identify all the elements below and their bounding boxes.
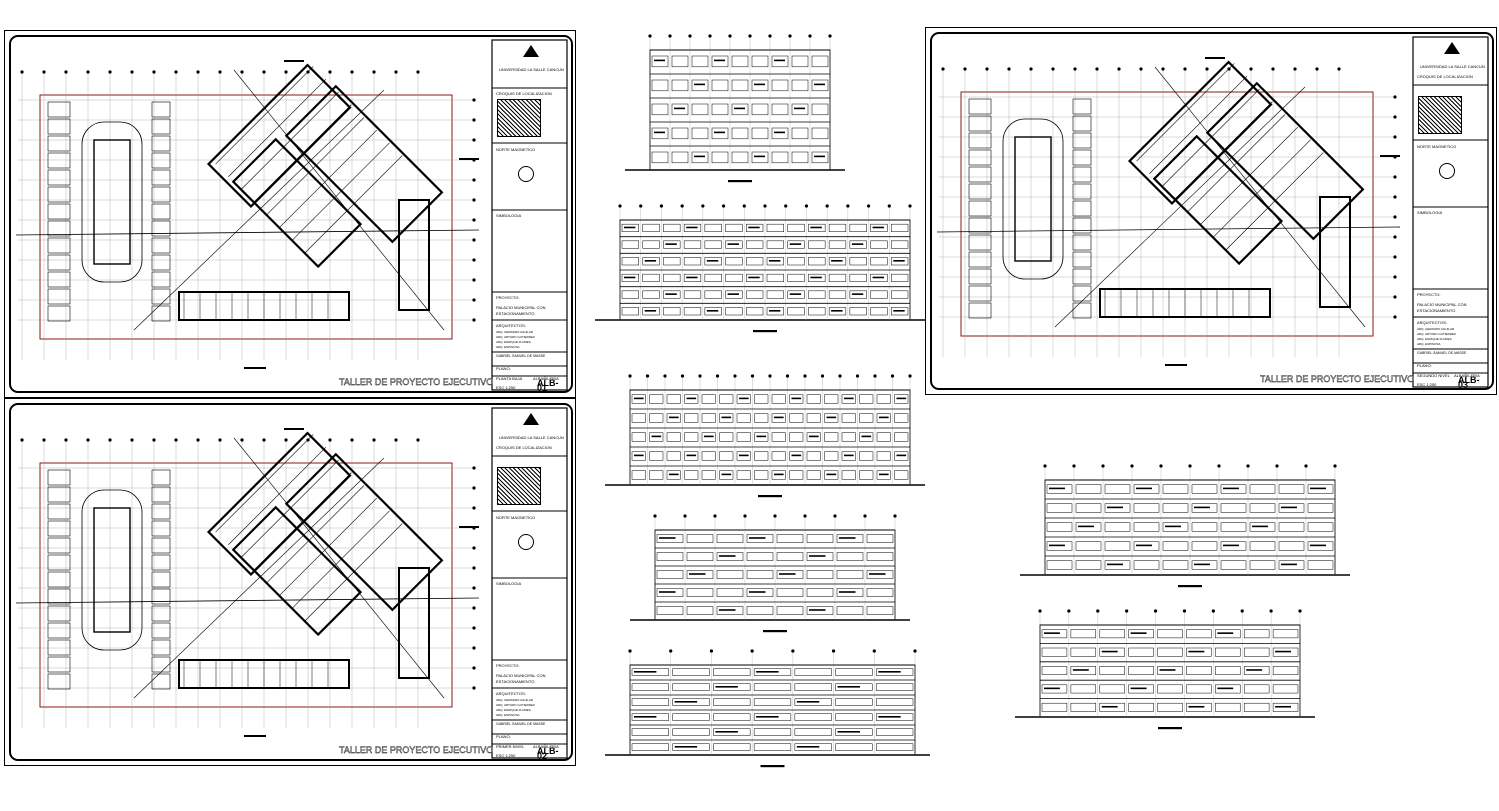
sheet-alb-02: UNIVERSIDAD LA SALLE CANCUN CROQUIS DE L… xyxy=(4,398,576,766)
scale-label: ESC 1:250 xyxy=(496,753,516,758)
architect-4: ARQ. ESPINOSA xyxy=(496,345,520,349)
sheet-code: ALB-03 xyxy=(1458,375,1480,390)
elevation-right-2 xyxy=(1015,609,1315,730)
plan-linework xyxy=(936,57,1401,366)
plan-name: SEGUNDO NIVEL xyxy=(1417,373,1450,378)
project-label: PROYECTO: xyxy=(496,295,520,300)
project-name-line-1: PALACIO MUNICIPAL CON xyxy=(496,673,546,678)
title-block: UNIVERSIDAD LA SALLE CANCUN CROQUIS DE L… xyxy=(493,41,567,393)
elevation-side-3 xyxy=(630,514,910,633)
author-name: GABRIEL SAMUEL DE MASSE xyxy=(1417,351,1467,355)
plan-name: PLANTA BAJA xyxy=(496,376,523,381)
elevation-side-4 xyxy=(605,649,930,768)
floor-plan-drawing xyxy=(925,27,1497,395)
watermark: TALLER DE PROYECTO EJECUTIVO xyxy=(1260,374,1415,384)
symbology-label: SIMBOLOGIA xyxy=(1417,210,1443,215)
project-name-line-1: PALACIO MUNICIPAL CON xyxy=(1417,302,1467,307)
author-name: GABRIEL SAMUEL DE MASSE xyxy=(496,354,546,358)
north-arrow-icon xyxy=(518,166,534,182)
north-label: NORTE MAGNETICO xyxy=(496,515,536,520)
location-map-thumbnail xyxy=(497,467,541,505)
architect-2: ARQ. ARTURO GUTIERREZ xyxy=(496,703,535,707)
location-label: CROQUIS DE LOCALIZACION xyxy=(496,445,552,450)
architect-1: ARQ. GERARDO AGUILAR xyxy=(1417,327,1455,331)
elevation-side-1 xyxy=(595,204,925,333)
title-block: UNIVERSIDAD LA SALLE CANCUN CROQUIS DE L… xyxy=(1414,38,1488,390)
project-name-line-2: ESTACIONAMIENTO xyxy=(1417,308,1456,313)
symbology-label: SIMBOLOGIA xyxy=(496,581,522,586)
discipline: ALBAÑILERIA xyxy=(533,744,559,749)
title-block: UNIVERSIDAD LA SALLE CANCUN CROQUIS DE L… xyxy=(493,409,567,761)
architect-4: ARQ. ESPINOSA xyxy=(1417,342,1441,346)
architect-2: ARQ. ARTURO GUTIERREZ xyxy=(496,335,535,339)
architects-label: ARQUITECTOS: xyxy=(1417,320,1447,325)
location-label: CROQUIS DE LOCALIZACION xyxy=(1417,74,1473,79)
north-arrow-icon xyxy=(1439,163,1455,179)
project-name-line-2: ESTACIONAMIENTO xyxy=(496,311,535,316)
plan-label: PLANO: xyxy=(496,366,511,371)
discipline: ALBAÑILERIA xyxy=(533,376,559,381)
architect-3: ARQ. ENRIQUE FLORES xyxy=(496,340,531,344)
watermark: TALLER DE PROYECTO EJECUTIVO xyxy=(339,377,494,387)
plan-label: PLANO: xyxy=(1417,363,1432,368)
project-label: PROYECTO: xyxy=(1417,292,1441,297)
elevation-side-2 xyxy=(605,374,925,498)
discipline: ALBAÑILERIA xyxy=(1454,373,1480,378)
symbology-label: SIMBOLOGIA xyxy=(496,213,522,218)
architects-label: ARQUITECTOS: xyxy=(496,691,526,696)
watermark: TALLER DE PROYECTO EJECUTIVO xyxy=(339,745,494,755)
architect-1: ARQ. GERARDO AGUILAR xyxy=(496,698,534,702)
architect-3: ARQ. ENRIQUE FLORES xyxy=(496,708,531,712)
author-name: GABRIEL SAMUEL DE MASSE xyxy=(496,722,546,726)
scale-label: ESC 1:250 xyxy=(1417,382,1437,387)
floor-plan-drawing xyxy=(4,30,576,398)
project-name-line-2: ESTACIONAMIENTO xyxy=(496,679,535,684)
plan-linework xyxy=(15,428,480,737)
university-logo-icon xyxy=(523,413,539,425)
university-logo-icon xyxy=(523,45,539,57)
plan-linework xyxy=(15,60,480,369)
plan-label: PLANO: xyxy=(496,734,511,739)
university-name: UNIVERSIDAD LA SALLE CANCUN xyxy=(1420,64,1485,69)
project-name-line-1: PALACIO MUNICIPAL CON xyxy=(496,305,546,310)
architects-label: ARQUITECTOS: xyxy=(496,323,526,328)
location-label: CROQUIS DE LOCALIZACION xyxy=(496,91,552,96)
location-map-thumbnail xyxy=(497,99,541,137)
architect-2: ARQ. ARTURO GUTIERREZ xyxy=(1417,332,1456,336)
sheet-code: ALB-01 xyxy=(537,378,559,393)
plan-name: PRIMER NIVEL xyxy=(496,744,525,749)
elevation-front-top xyxy=(625,34,845,183)
location-map-thumbnail xyxy=(1418,96,1462,134)
sheet-alb-01: UNIVERSIDAD LA SALLE CANCUN CROQUIS DE L… xyxy=(4,30,576,398)
architect-1: ARQ. GERARDO AGUILAR xyxy=(496,330,534,334)
university-name: UNIVERSIDAD LA SALLE CANCUN xyxy=(499,435,564,440)
university-name: UNIVERSIDAD LA SALLE CANCUN xyxy=(499,67,564,72)
architect-4: ARQ. ESPINOSA xyxy=(496,713,520,717)
north-label: NORTE MAGNETICO xyxy=(496,147,536,152)
scale-label: ESC 1:250 xyxy=(496,385,516,390)
project-label: PROYECTO: xyxy=(496,663,520,668)
architect-3: ARQ. ENRIQUE FLORES xyxy=(1417,337,1452,341)
floor-plan-drawing xyxy=(4,398,576,766)
north-arrow-icon xyxy=(518,534,534,550)
north-label: NORTE MAGNETICO xyxy=(1417,144,1457,149)
sheet-alb-03: UNIVERSIDAD LA SALLE CANCUN CROQUIS DE L… xyxy=(925,27,1497,395)
elevation-right-1 xyxy=(1020,464,1350,588)
sheet-code: ALB-02 xyxy=(537,746,559,761)
university-logo-icon xyxy=(1444,42,1460,54)
